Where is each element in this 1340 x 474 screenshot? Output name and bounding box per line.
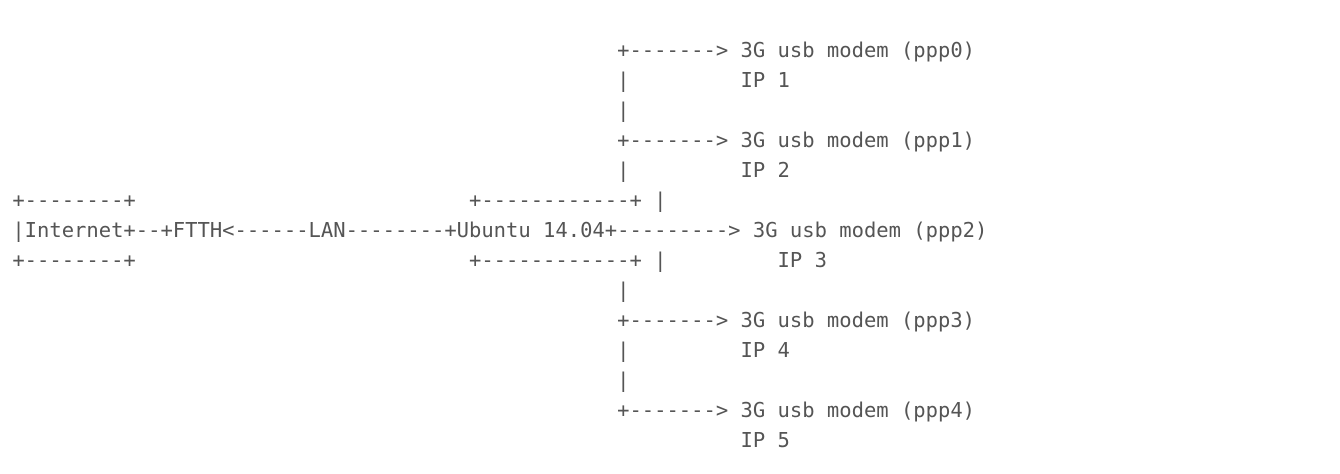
diagram-line-8: +--------+ +------------+ | IP 3 xyxy=(0,248,827,272)
diagram-line-4: +-------> 3G usb modem (ppp1) xyxy=(0,128,976,152)
diagram-line-5: | IP 2 xyxy=(0,158,790,182)
diagram-line-2: | IP 1 xyxy=(0,68,790,92)
diagram-line-14: IP 5 xyxy=(0,428,790,452)
diagram-line-12: | xyxy=(0,368,630,392)
diagram-line-13: +-------> 3G usb modem (ppp4) xyxy=(0,398,976,422)
diagram-line-3: | xyxy=(0,98,630,122)
diagram-line-7: |Internet+--+FTTH<------LAN--------+Ubun… xyxy=(0,218,988,242)
diagram-line-6: +--------+ +------------+ | xyxy=(0,188,667,212)
diagram-line-1: +-------> 3G usb modem (ppp0) xyxy=(0,38,976,62)
diagram-line-10: +-------> 3G usb modem (ppp3) xyxy=(0,308,976,332)
diagram-line-11: | IP 4 xyxy=(0,338,790,362)
diagram-line-9: | xyxy=(0,278,630,302)
